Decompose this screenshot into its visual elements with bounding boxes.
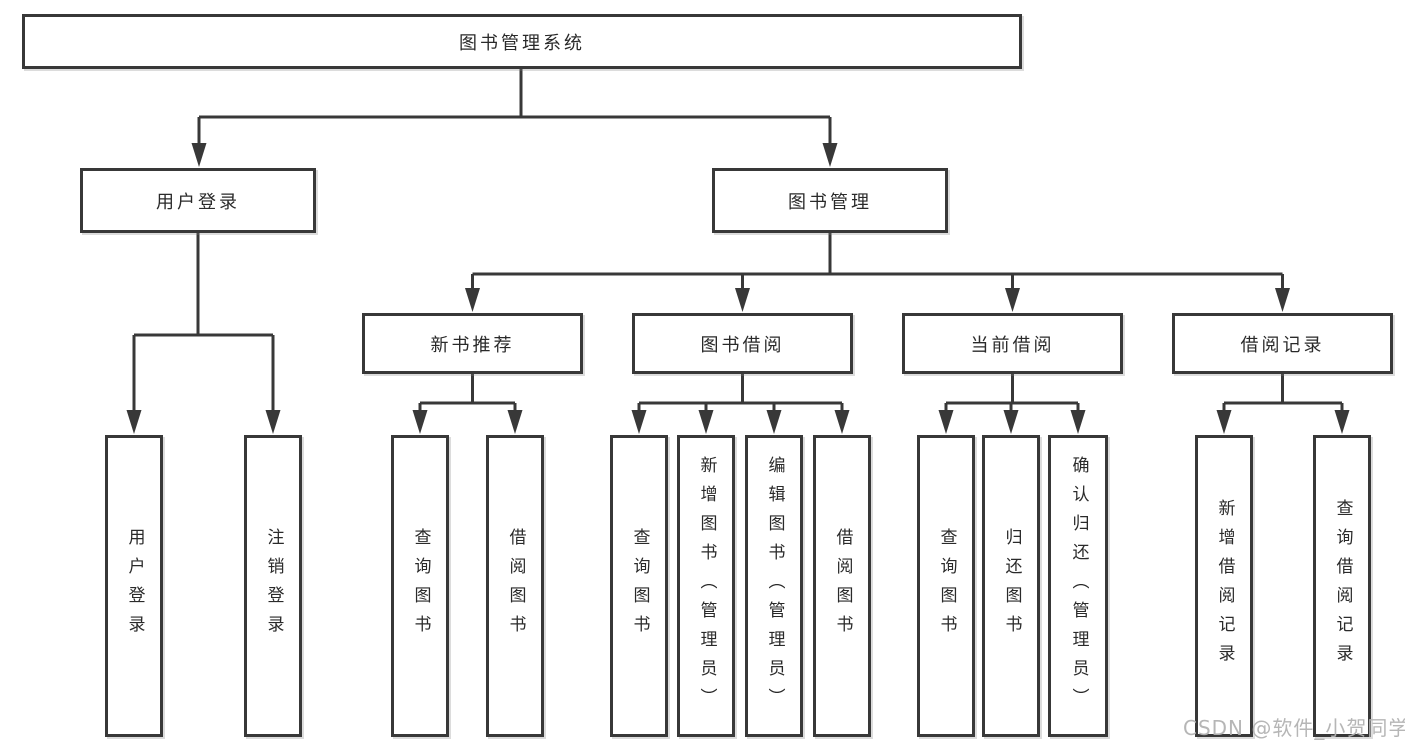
leaf-query-books-current-label: 查询图书 xyxy=(936,528,957,644)
leaf-add-borrow-record-label: 新增借阅记录 xyxy=(1214,499,1235,673)
leaf-query-books-borrow-label: 查询图书 xyxy=(629,528,650,644)
node-user-login: 用户登录 xyxy=(80,168,316,233)
leaf-return-books-label: 归还图书 xyxy=(1001,528,1022,644)
arrowheads xyxy=(126,143,1350,434)
node-root: 图书管理系统 xyxy=(22,14,1022,69)
leaf-return-books: 归还图书 xyxy=(982,435,1040,737)
leaf-borrow-books-recommend: 借阅图书 xyxy=(486,435,544,737)
node-root-label: 图书管理系统 xyxy=(459,32,585,54)
csdn-watermark: CSDN @软件_小贺同学 xyxy=(1183,716,1405,740)
node-book-borrow: 图书借阅 xyxy=(632,313,853,374)
leaf-query-books-borrow: 查询图书 xyxy=(610,435,668,737)
leaf-confirm-return-admin: 确认归还（管理员） xyxy=(1048,435,1108,737)
leaf-borrow-books-recommend-label: 借阅图书 xyxy=(505,528,526,644)
leaf-add-borrow-record: 新增借阅记录 xyxy=(1195,435,1253,737)
node-new-book-recommend-label: 新书推荐 xyxy=(430,334,515,356)
leaf-query-books-recommend: 查询图书 xyxy=(391,435,449,737)
node-current-borrow-label: 当前借阅 xyxy=(970,334,1055,356)
node-borrow-records-label: 借阅记录 xyxy=(1240,334,1325,356)
node-user-login-label: 用户登录 xyxy=(156,191,240,213)
leaf-query-books-recommend-label: 查询图书 xyxy=(410,528,431,644)
leaf-add-books-admin-label: 新增图书（管理员） xyxy=(696,455,717,717)
leaf-query-borrow-record: 查询借阅记录 xyxy=(1313,435,1371,737)
node-borrow-records: 借阅记录 xyxy=(1172,313,1393,374)
leaf-borrow-books: 借阅图书 xyxy=(813,435,871,737)
node-book-management-label: 图书管理 xyxy=(788,191,872,213)
leaf-logout-label: 注销登录 xyxy=(263,528,284,644)
node-book-borrow-label: 图书借阅 xyxy=(700,334,785,356)
leaf-query-borrow-record-label: 查询借阅记录 xyxy=(1332,499,1353,673)
leaf-logout: 注销登录 xyxy=(244,435,302,737)
leaf-borrow-books-label: 借阅图书 xyxy=(832,528,853,644)
node-new-book-recommend: 新书推荐 xyxy=(362,313,583,374)
node-book-management: 图书管理 xyxy=(712,168,948,233)
leaf-edit-books-admin: 编辑图书（管理员） xyxy=(745,435,803,737)
leaf-add-books-admin: 新增图书（管理员） xyxy=(677,435,735,737)
connector-paths xyxy=(132,68,1344,414)
leaf-user-login: 用户登录 xyxy=(105,435,163,737)
leaf-user-login-label: 用户登录 xyxy=(124,528,145,644)
leaf-edit-books-admin-label: 编辑图书（管理员） xyxy=(764,455,785,717)
leaf-query-books-current: 查询图书 xyxy=(917,435,975,737)
leaf-confirm-return-admin-label: 确认归还（管理员） xyxy=(1068,455,1089,717)
node-current-borrow: 当前借阅 xyxy=(902,313,1123,374)
